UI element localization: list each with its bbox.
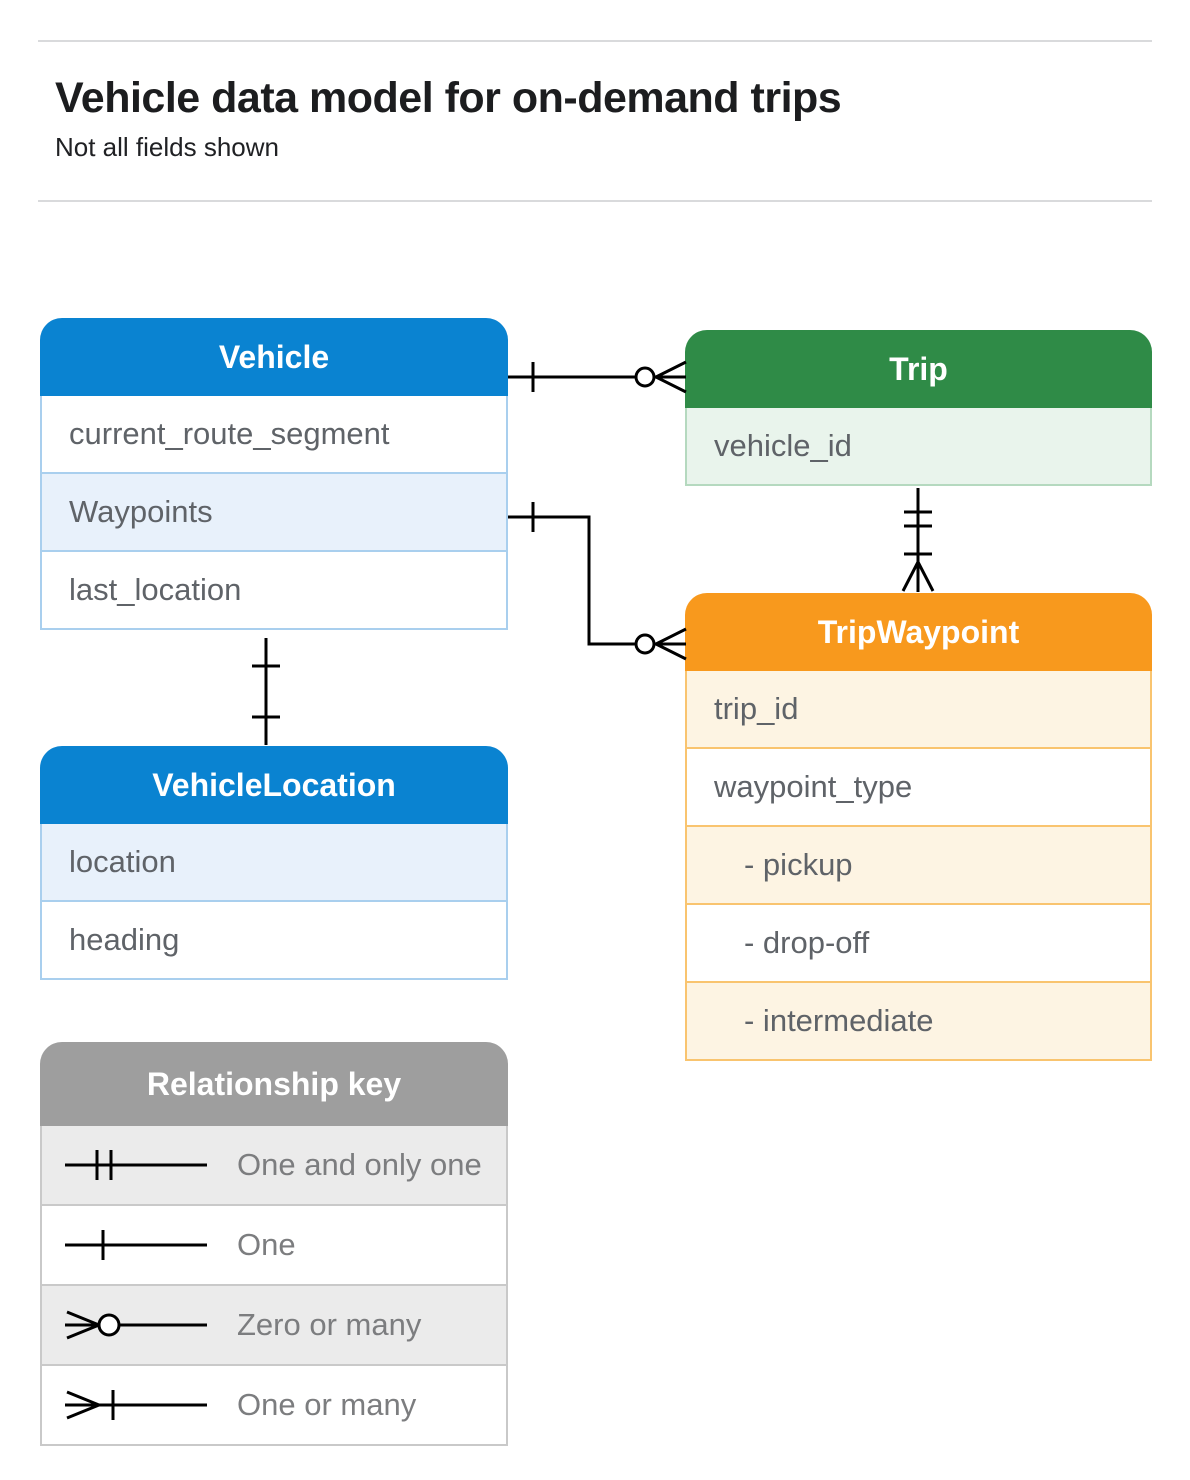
tripwaypoint-table-title: TripWaypoint (685, 593, 1152, 671)
header-divider (38, 200, 1152, 202)
vehicle-trip-connector (508, 360, 687, 394)
legend-row-zero-or-many: Zero or many (40, 1286, 508, 1366)
relationship-key-title: Relationship key (40, 1042, 508, 1126)
vehiclelocation-row-location: location (40, 824, 508, 902)
vehicle-row-current-route-segment: current_route_segment (40, 396, 508, 474)
page-title: Vehicle data model for on-demand trips (55, 74, 842, 122)
tripwaypoint-row-pickup: - pickup (685, 827, 1152, 905)
one-and-only-one-icon (42, 1143, 237, 1187)
tripwaypoint-row-drop-off: - drop-off (685, 905, 1152, 983)
trip-table: Trip vehicle_id (685, 330, 1152, 486)
vehicle-row-last-location: last_location (40, 552, 508, 630)
zero-or-many-icon (42, 1303, 237, 1347)
legend-label: One or many (237, 1387, 417, 1422)
one-icon (42, 1223, 237, 1267)
vehicle-row-waypoints: Waypoints (40, 474, 508, 552)
legend-label: One and only one (237, 1147, 482, 1182)
trip-tripwaypoint-connector (901, 488, 935, 592)
vehicle-table-title: Vehicle (40, 318, 508, 396)
vehiclelocation-table: VehicleLocation location heading (40, 746, 508, 980)
trip-row-vehicle-id: vehicle_id (685, 408, 1152, 486)
tripwaypoint-row-waypoint-type: waypoint_type (685, 749, 1152, 827)
vehicle-vehiclelocation-connector (252, 638, 280, 745)
one-or-many-icon (42, 1383, 237, 1427)
relationship-key-table: Relationship key One and only one One Ze… (40, 1042, 508, 1446)
vehiclelocation-table-title: VehicleLocation (40, 746, 508, 824)
top-divider (38, 40, 1152, 42)
trip-table-title: Trip (685, 330, 1152, 408)
page-subtitle: Not all fields shown (55, 132, 279, 162)
tripwaypoint-row-intermediate: - intermediate (685, 983, 1152, 1061)
legend-row-one-or-many: One or many (40, 1366, 508, 1446)
legend-row-one: One (40, 1206, 508, 1286)
tripwaypoint-table: TripWaypoint trip_id waypoint_type - pic… (685, 593, 1152, 1061)
vehicle-tripwaypoint-connector (508, 502, 687, 661)
legend-label: One (237, 1227, 296, 1262)
legend-label: Zero or many (237, 1307, 422, 1342)
vehiclelocation-row-heading: heading (40, 902, 508, 980)
legend-row-one-and-only-one: One and only one (40, 1126, 508, 1206)
vehicle-table: Vehicle current_route_segment Waypoints … (40, 318, 508, 630)
tripwaypoint-row-trip-id: trip_id (685, 671, 1152, 749)
